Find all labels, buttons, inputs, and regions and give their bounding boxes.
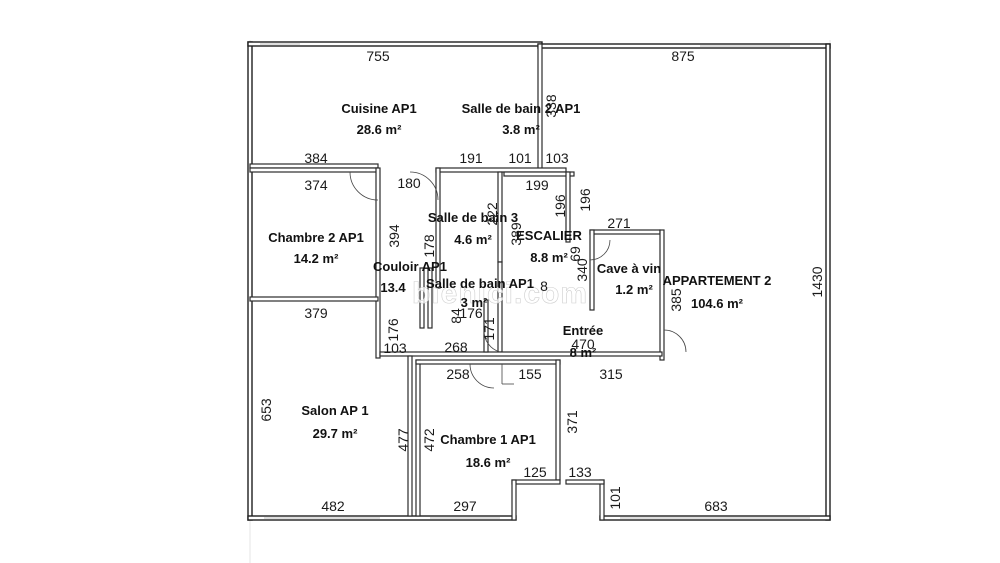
room-cuisine-name: Cuisine AP1 (341, 101, 416, 116)
room-couloir-area: 13.4 (380, 280, 406, 295)
room-sdb2-area: 3.8 m² (502, 122, 540, 137)
dim-385: 385 (668, 288, 684, 312)
dim-196a: 196 (552, 194, 568, 218)
dim-338: 338 (543, 94, 559, 118)
room-sdb1-name: Salle de bain AP1 (426, 276, 534, 291)
room-sdb1-area: 3 m² (461, 295, 488, 310)
room-labels: Cuisine AP1 28.6 m² Salle de bain 2 AP1 … (268, 101, 771, 470)
dim-394: 394 (386, 224, 402, 248)
dim-268: 268 (444, 339, 468, 355)
dim-371: 371 (564, 410, 580, 434)
dim-472: 472 (421, 428, 437, 452)
dim-180: 180 (397, 175, 421, 191)
dim-389: 389 (508, 222, 524, 246)
dim-101: 101 (508, 150, 532, 166)
dim-379: 379 (304, 305, 328, 321)
dim-222: 222 (484, 202, 500, 226)
dim-176a: 176 (459, 305, 483, 321)
room-chambre2-name: Chambre 2 AP1 (268, 230, 364, 245)
window-marks (260, 43, 810, 519)
dim-133: 133 (568, 464, 592, 480)
room-entree-name: Entrée (563, 323, 603, 338)
room-chambre1-name: Chambre 1 AP1 (440, 432, 536, 447)
dim-297: 297 (453, 498, 477, 514)
room-escalier-name: ESCALIER (516, 228, 582, 243)
dim-191: 191 (459, 150, 483, 166)
dim-258: 258 (446, 366, 470, 382)
dim-482: 482 (321, 498, 345, 514)
dim-340: 340 (574, 258, 590, 282)
room-cuisine-area: 28.6 m² (357, 122, 402, 137)
room-cave-name: Cave à vin (597, 261, 661, 276)
dim-103: 103 (545, 150, 569, 166)
dimensions-vertical: 338 394 178 222 196 196 389 69 340 1430 … (258, 94, 825, 510)
dim-683: 683 (704, 498, 728, 514)
dim-199: 199 (525, 177, 549, 193)
dim-101b: 101 (607, 486, 623, 510)
dim-315: 315 (599, 366, 623, 382)
dim-176b: 176 (385, 318, 401, 342)
dim-103b: 103 (383, 340, 407, 356)
dim-155: 155 (518, 366, 542, 382)
dim-271: 271 (607, 215, 631, 231)
dim-125: 125 (523, 464, 547, 480)
room-couloir-name: Couloir AP1 (373, 259, 447, 274)
room-sdb2-name: Salle de bain 2 AP1 (462, 101, 581, 116)
dim-384: 384 (304, 150, 328, 166)
dim-653: 653 (258, 398, 274, 422)
door-swings (349, 171, 687, 389)
room-cave-area: 1.2 m² (615, 282, 653, 297)
room-entree-area: 8 m² (570, 345, 597, 360)
room-chambre1-area: 18.6 m² (466, 455, 511, 470)
dim-69: 69 (567, 246, 583, 262)
dim-8: 8 (540, 278, 548, 294)
dim-196b: 196 (577, 188, 593, 212)
room-salon-area: 29.7 m² (313, 426, 358, 441)
room-chambre2-area: 14.2 m² (294, 251, 339, 266)
room-sdb3-name: Salle de bain 3 (428, 210, 518, 225)
dim-374: 374 (304, 177, 328, 193)
watermark: bienici.com (412, 277, 588, 310)
dim-470: 470 (571, 336, 595, 352)
room-appart2-name: APPARTEMENT 2 (663, 273, 772, 288)
dim-875: 875 (671, 48, 695, 64)
dim-178: 178 (421, 234, 437, 258)
dim-755: 755 (366, 48, 390, 64)
dim-84: 84 (448, 308, 464, 324)
room-escalier-area: 8.8 m² (530, 250, 568, 265)
room-sdb3-area: 4.6 m² (454, 232, 492, 247)
dim-171: 171 (481, 317, 497, 341)
room-appart2-area: 104.6 m² (691, 296, 744, 311)
dimensions-horizontal: 755 875 384 191 101 103 374 180 199 271 … (304, 48, 728, 514)
room-salon-name: Salon AP 1 (301, 403, 368, 418)
inner-walls (249, 43, 665, 521)
dim-477: 477 (395, 428, 411, 452)
dim-1430: 1430 (809, 266, 825, 297)
